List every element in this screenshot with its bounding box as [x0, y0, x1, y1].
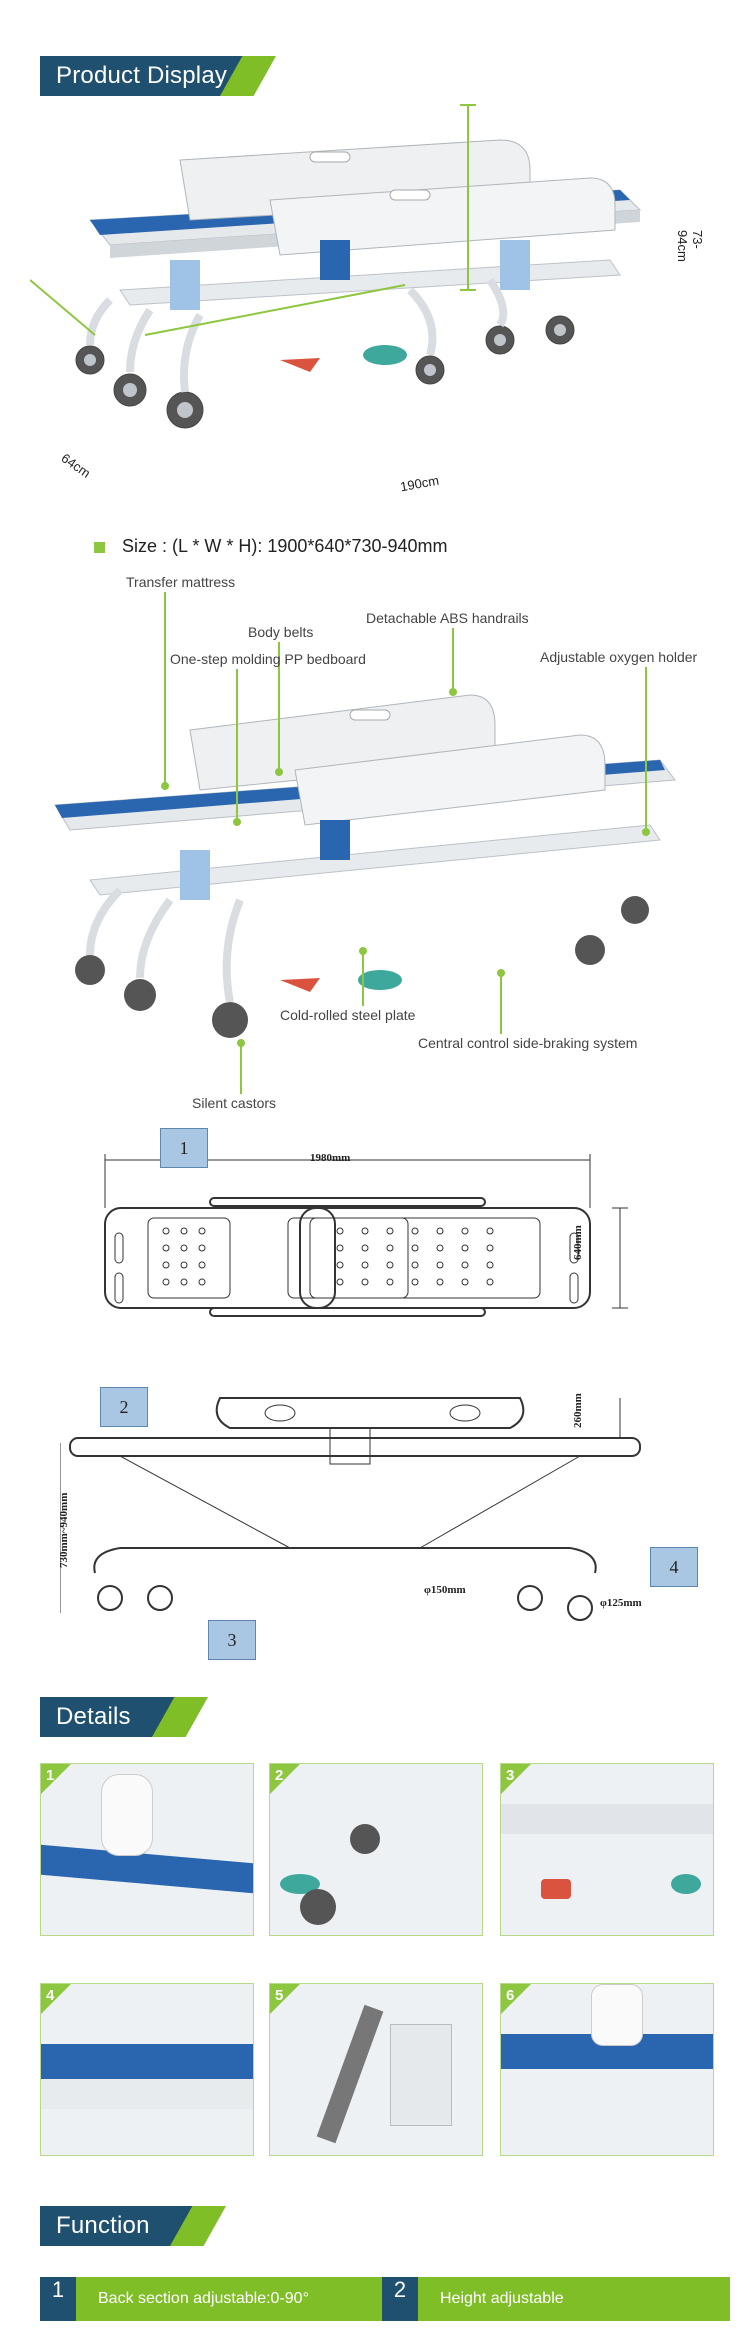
dimension-730-940: 730mm~940mm — [58, 1492, 70, 1568]
drawing-label-1: 1 — [160, 1128, 208, 1168]
function-item-1: 1 Back section adjustable:0-90° — [40, 2277, 384, 2321]
function-label: Back section adjustable:0-90° — [76, 2277, 384, 2321]
drawing-label-3: 3 — [208, 1620, 256, 1660]
detail-number: 5 — [275, 1987, 284, 2004]
function-banner: Function — [40, 2206, 276, 2246]
drawing-label-2: 2 — [100, 1387, 148, 1427]
section-title: Function — [56, 2212, 150, 2239]
size-text: Size : (L * W * H): 1900*640*730-940mm — [122, 536, 448, 556]
detail-number: 2 — [275, 1767, 284, 1784]
function-label: Height adjustable — [418, 2277, 730, 2321]
size-bullet — [94, 542, 105, 553]
callout-bedboard: One-step molding PP bedboard — [170, 651, 366, 667]
product-display-banner: Product Display — [40, 56, 276, 96]
function-number: 1 — [40, 2277, 76, 2321]
drawing-label-4: 4 — [650, 1547, 698, 1587]
detail-image-2: 2 — [269, 1763, 483, 1936]
detail-image-4: 4 — [40, 1983, 254, 2156]
dimension-wheel-150: φ150mm — [424, 1584, 466, 1596]
callout-body-belts: Body belts — [248, 624, 314, 640]
callout-oxygen-holder: Adjustable oxygen holder — [540, 649, 698, 665]
detail-number: 1 — [46, 1767, 55, 1784]
height-dimension: 73-94cm — [675, 230, 705, 262]
dimension-260: 260mm — [572, 1393, 584, 1428]
technical-drawing — [60, 1154, 641, 1621]
dimension-wheel-125: φ125mm — [600, 1597, 642, 1609]
dimension-1980: 1980mm — [310, 1152, 351, 1164]
callout-steel-plate: Cold-rolled steel plate — [280, 1007, 416, 1023]
section-title: Product Display — [56, 62, 228, 89]
detail-image-1: 1 — [40, 1763, 254, 1936]
callout-handrails: Detachable ABS handrails — [366, 610, 529, 626]
detail-number: 6 — [506, 1987, 515, 2004]
function-item-2: 2 Height adjustable — [382, 2277, 730, 2321]
stretcher-photo-1 — [30, 104, 642, 429]
detail-number: 4 — [46, 1987, 55, 2004]
detail-image-6: 6 — [500, 1983, 714, 2156]
detail-number: 3 — [506, 1767, 515, 1784]
callout-braking-system: Central control side-braking system — [418, 1035, 638, 1051]
dimension-640: 640mm — [572, 1225, 584, 1260]
callout-silent-castors: Silent castors — [192, 1095, 277, 1111]
details-banner: Details — [40, 1697, 276, 1737]
detail-image-3: 3 — [500, 1763, 714, 1936]
section-title: Details — [56, 1703, 131, 1730]
function-number: 2 — [382, 2277, 418, 2321]
detail-image-5: 5 — [269, 1983, 483, 2156]
callout-transfer-mattress: Transfer mattress — [126, 574, 236, 590]
stretcher-photo-2 — [54, 694, 676, 1038]
